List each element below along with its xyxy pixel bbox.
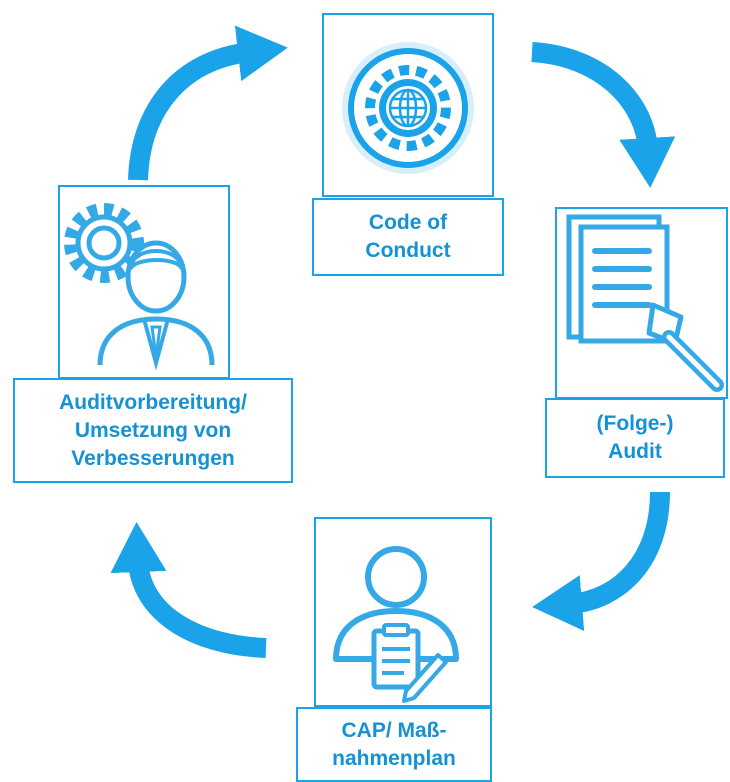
step-label-line: Verbesserungen bbox=[71, 446, 235, 470]
step-audit-label: (Folge-) Audit bbox=[545, 398, 725, 478]
step-code-of-conduct-box bbox=[322, 13, 494, 197]
step-audit-box bbox=[555, 207, 728, 399]
document-magnifier-icon bbox=[566, 214, 724, 392]
step-cap-label: CAP/ Maß- nahmenplan bbox=[296, 707, 492, 782]
step-label-line: Auditvorbereitung/ bbox=[59, 390, 247, 414]
step-label-line: nahmenplan bbox=[332, 746, 456, 770]
gear-person-icon bbox=[64, 203, 215, 371]
step-label-line: (Folge-) bbox=[596, 412, 674, 435]
arrow-bottom-right bbox=[532, 491, 670, 631]
person-clipboard-icon bbox=[333, 546, 459, 703]
arrow-top-left bbox=[128, 25, 288, 181]
step-label-line: Conduct bbox=[365, 239, 451, 262]
step-code-of-conduct-label: Code of Conduct bbox=[312, 198, 504, 276]
gear-globe-icon bbox=[342, 42, 474, 174]
step-label-line: Audit bbox=[608, 440, 662, 463]
arrow-top-right bbox=[531, 42, 676, 188]
step-label-line: Umsetzung von bbox=[74, 418, 232, 442]
step-preparation-box bbox=[58, 185, 230, 379]
step-label-line: CAP/ Maß- bbox=[341, 718, 447, 742]
step-preparation-label: Auditvorbereitung/ Umsetzung von Verbess… bbox=[13, 378, 293, 483]
step-cap-box bbox=[314, 517, 492, 707]
step-label-line: Code of bbox=[368, 211, 448, 234]
arrow-bottom-left bbox=[110, 522, 267, 658]
